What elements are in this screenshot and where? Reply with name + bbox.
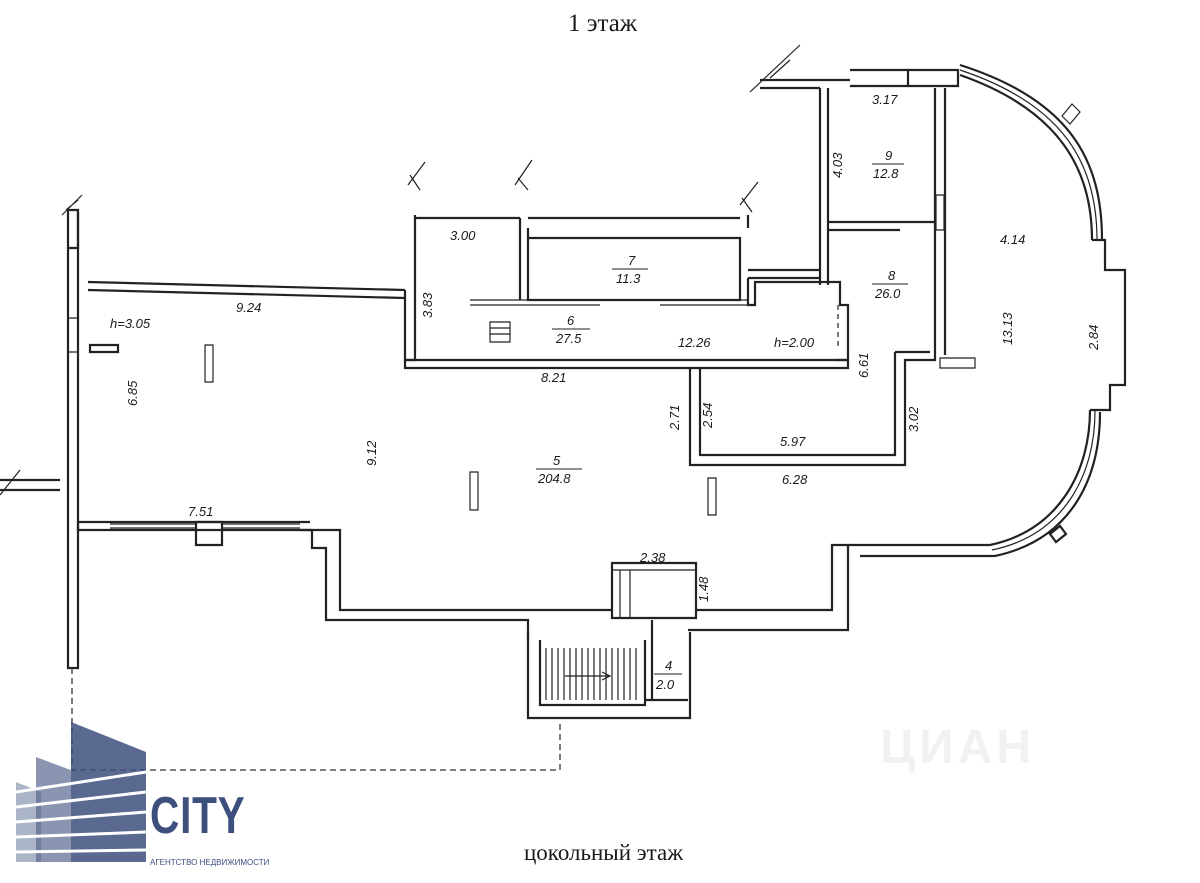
dimension-label: 13.13 [1000, 312, 1015, 345]
dimension-labels: 3.17 4.03 4.14 3.00 3.83 9.24 h=3.05 12.… [110, 92, 1101, 602]
dimension-label: 9.24 [236, 300, 261, 315]
dimension-label: h=3.05 [110, 316, 151, 331]
dimension-label: 4.14 [1000, 232, 1025, 247]
room-number: 5 [553, 453, 561, 468]
room-area: 12.8 [873, 166, 899, 181]
dimension-label: 3.00 [450, 228, 476, 243]
room-area: 27.5 [555, 331, 582, 346]
dimension-label: 6.28 [782, 472, 808, 487]
walls [0, 44, 1127, 771]
dimension-label: 7.51 [188, 504, 213, 519]
agency-logo-name: CITY [150, 787, 246, 845]
dimension-label: 9.12 [364, 440, 379, 466]
dimension-label: 3.83 [420, 292, 435, 318]
dimension-label: h=2.00 [774, 335, 815, 350]
dimension-label: 5.97 [780, 434, 806, 449]
room-number: 9 [885, 148, 892, 163]
room-area: 2.0 [655, 677, 675, 692]
dimension-label: 4.03 [830, 152, 845, 178]
dimension-label: 3.02 [906, 406, 921, 432]
dimension-label: 2.54 [700, 403, 715, 429]
agency-logo-graphic [16, 722, 147, 862]
room-number: 6 [567, 313, 575, 328]
room-area: 11.3 [616, 271, 641, 286]
dimension-label: 8.21 [541, 370, 566, 385]
dimension-label: 12.26 [678, 335, 711, 350]
room-number: 7 [628, 253, 636, 268]
room-area: 204.8 [537, 471, 571, 486]
floor-title: 1 этаж [568, 10, 638, 37]
dimension-label: 2.71 [667, 405, 682, 431]
dimension-label: 2.38 [639, 550, 666, 565]
dimension-label: 6.85 [125, 380, 140, 406]
dimension-label: 3.17 [872, 92, 898, 107]
room-labels: 9 12.8 7 11.3 8 26.0 6 27.5 5 204.8 4 2.… [536, 148, 908, 692]
room-number: 4 [665, 658, 672, 673]
basement-title: цокольный этаж [524, 840, 684, 865]
dimension-label: 6.61 [856, 353, 871, 378]
room-area: 26.0 [874, 286, 901, 301]
room-number: 8 [888, 268, 896, 283]
dimension-label: 1.48 [696, 576, 711, 602]
dimension-label: 2.84 [1086, 325, 1101, 351]
agency-logo-subtitle: АГЕНТСТВО НЕДВИЖИМОСТИ [150, 858, 270, 867]
watermark: ЦИАН [880, 721, 1035, 774]
